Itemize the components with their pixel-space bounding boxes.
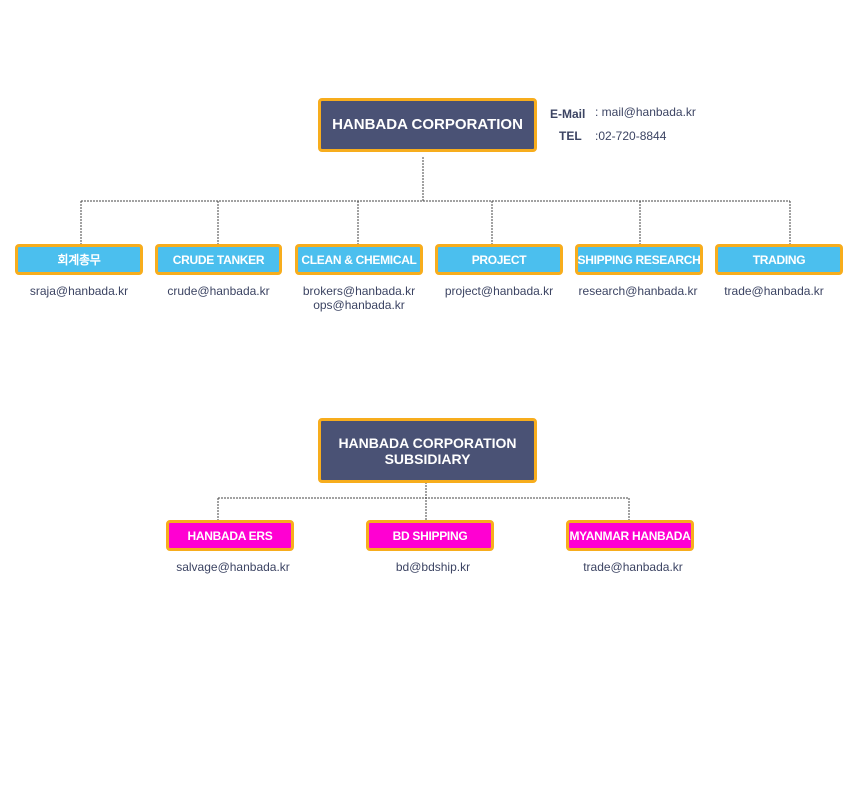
department-box: CLEAN & CHEMICAL (295, 244, 423, 275)
email-link[interactable]: project@hanbada.kr (444, 284, 554, 298)
email-link[interactable]: ops@hanbada.kr (313, 298, 405, 312)
department-email[interactable]: project@hanbada.kr (419, 284, 579, 298)
department-box: SHIPPING RESEARCH (575, 244, 703, 275)
email-link[interactable]: trade@hanbada.kr (724, 284, 824, 298)
subsidiary-email[interactable]: trade@hanbada.kr (553, 560, 713, 574)
subsidiary-title-line2: SUBSIDIARY (384, 450, 471, 467)
hq-title: HANBADA CORPORATION (332, 116, 523, 133)
subsidiary-root-box: HANBADA CORPORATION SUBSIDIARY (318, 418, 537, 483)
department-email[interactable]: brokers@hanbada.kr ops@hanbada.kr (279, 284, 439, 312)
subsidiary-name: HANBADA ERS (187, 528, 273, 543)
department-name: SHIPPING RESEARCH (577, 252, 701, 267)
subsidiary-email[interactable]: salvage@hanbada.kr (153, 560, 313, 574)
department-box: PROJECT (435, 244, 563, 275)
email-link[interactable]: salvage@hanbada.kr (176, 560, 290, 574)
department-name: PROJECT (471, 252, 527, 267)
subsidiary-email[interactable]: bd@bdship.kr (353, 560, 513, 574)
email-link[interactable]: research@hanbada.kr (578, 284, 698, 298)
email-link[interactable]: crude@hanbada.kr (167, 284, 270, 298)
hq-root-box: HANBADA CORPORATION (318, 98, 537, 152)
tel-label: TEL (559, 129, 582, 143)
department-box: 회계총무 (15, 244, 143, 275)
subsidiary-name: MYANMAR HANBADA (569, 528, 691, 543)
email-link[interactable]: sraja@hanbada.kr (29, 284, 129, 298)
subsidiary-title-line1: HANBADA CORPORATION (338, 434, 517, 451)
email-link[interactable]: brokers@hanbada.kr (302, 284, 416, 298)
tel-value: :02-720-8844 (595, 129, 667, 143)
department-name: CRUDE TANKER (172, 252, 265, 267)
subsidiary-box: MYANMAR HANBADA (566, 520, 694, 551)
department-email[interactable]: sraja@hanbada.kr (0, 284, 158, 298)
department-box: TRADING (715, 244, 843, 275)
subsidiary-box: HANBADA ERS (166, 520, 294, 551)
subsidiary-name: BD SHIPPING (392, 528, 468, 543)
department-name: CLEAN & CHEMICAL (301, 252, 417, 267)
department-name: TRADING (752, 252, 806, 267)
subsidiary-box: BD SHIPPING (366, 520, 494, 551)
email-link[interactable]: bd@bdship.kr (395, 560, 471, 574)
department-box: CRUDE TANKER (155, 244, 282, 275)
department-email[interactable]: crude@hanbada.kr (140, 284, 297, 298)
department-name: 회계총무 (57, 253, 101, 267)
email-label: E-Mail (550, 107, 586, 121)
email-value[interactable]: : mail@hanbada.kr (595, 105, 696, 119)
department-email[interactable]: research@hanbada.kr (558, 284, 718, 298)
email-link[interactable]: trade@hanbada.kr (583, 560, 683, 574)
department-email[interactable]: trade@hanbada.kr (694, 284, 854, 298)
